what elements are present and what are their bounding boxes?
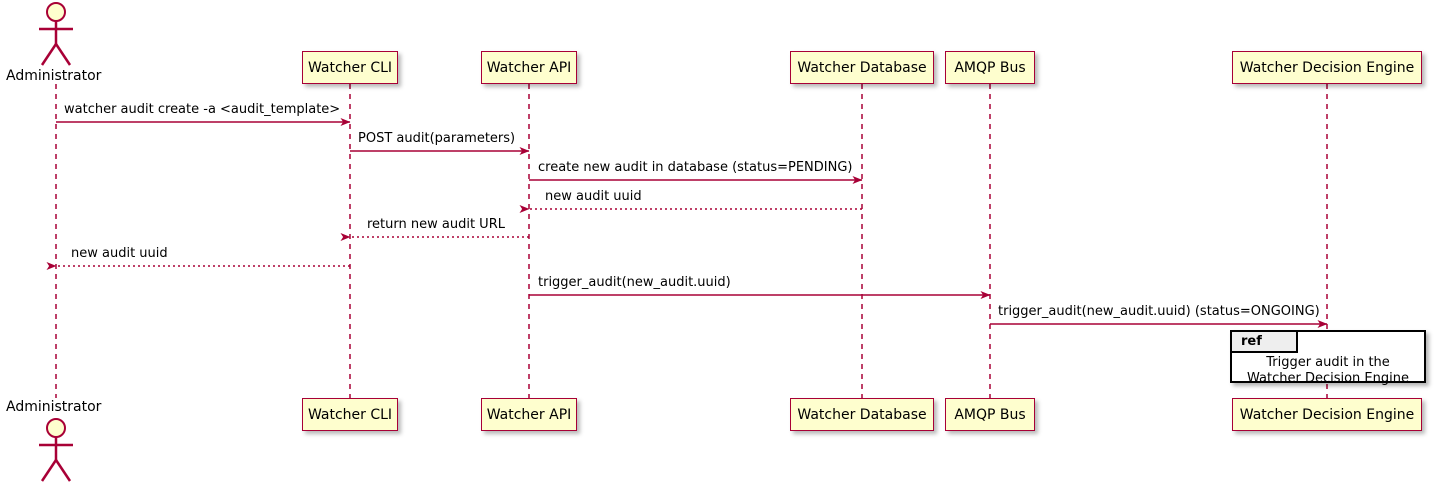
- participant-box-watcher-decision-engine-bottom[interactable]: Watcher Decision Engine: [1232, 398, 1422, 431]
- participant-box-watcher-cli-top[interactable]: Watcher CLI: [302, 51, 398, 84]
- actor-head: [46, 2, 66, 22]
- participant-box-amqp-bus-top[interactable]: AMQP Bus: [945, 51, 1035, 84]
- participant-box-watcher-database-top[interactable]: Watcher Database: [790, 51, 934, 84]
- participant-label-amqp-bus-bottom: AMQP Bus: [954, 406, 1026, 423]
- participant-label-watcher-cli-bottom: Watcher CLI: [307, 406, 393, 423]
- message-label-6: new audit uuid: [71, 246, 168, 261]
- actor-limb: [54, 43, 72, 66]
- participant-label-watcher-api-bottom: Watcher API: [486, 406, 572, 423]
- actor-limb: [40, 43, 58, 66]
- participant-box-watcher-decision-engine-top[interactable]: Watcher Decision Engine: [1232, 51, 1422, 84]
- participant-label-watcher-cli: Watcher CLI: [307, 59, 393, 76]
- participant-label-amqp-bus: AMQP Bus: [954, 59, 1026, 76]
- message-label-5: return new audit URL: [367, 217, 505, 232]
- message-label-2: POST audit(parameters): [358, 131, 516, 146]
- participant-box-watcher-database-bottom[interactable]: Watcher Database: [790, 398, 934, 431]
- participant-box-amqp-bus-bottom[interactable]: AMQP Bus: [945, 398, 1035, 431]
- message-label-3: create new audit in database (status=PEN…: [538, 160, 853, 175]
- ref-fragment-tab: ref: [1232, 332, 1298, 353]
- actor-figures-group: [39, 2, 73, 482]
- ref-fragment-line-2: Watcher Decision Engine: [1247, 371, 1409, 386]
- actor-figure-administrator-bottom: [39, 418, 73, 482]
- participant-box-watcher-api-top[interactable]: Watcher API: [481, 51, 577, 84]
- ref-fragment-body: Trigger audit in the Watcher Decision En…: [1232, 355, 1424, 387]
- actor-limb: [40, 459, 58, 482]
- participant-label-watcher-decision-engine: Watcher Decision Engine: [1239, 59, 1415, 76]
- ref-fragment-tab-label: ref: [1241, 334, 1262, 349]
- actor-limb: [54, 459, 72, 482]
- lifelines-group: [55, 84, 1328, 398]
- message-label-7: trigger_audit(new_audit.uuid): [538, 275, 731, 290]
- participant-label-watcher-decision-engine-bottom: Watcher Decision Engine: [1239, 406, 1415, 423]
- participant-label-watcher-database-bottom: Watcher Database: [797, 406, 927, 423]
- actor-figure-administrator-top: [39, 2, 73, 66]
- participant-label-watcher-api: Watcher API: [486, 59, 572, 76]
- actor-label-administrator-bottom: Administrator: [6, 399, 102, 415]
- participant-box-watcher-api-bottom[interactable]: Watcher API: [481, 398, 577, 431]
- actor-label-administrator-top: Administrator: [6, 68, 102, 84]
- message-label-1: watcher audit create -a <audit_template>: [64, 102, 341, 117]
- ref-fragment-line-1: Trigger audit in the: [1266, 355, 1390, 370]
- message-label-8: trigger_audit(new_audit.uuid) (status=ON…: [998, 304, 1320, 319]
- message-label-4: new audit uuid: [545, 189, 642, 204]
- participant-box-watcher-cli-bottom[interactable]: Watcher CLI: [302, 398, 398, 431]
- actor-head: [46, 418, 66, 438]
- ref-fragment-box[interactable]: ref Trigger audit in the Watcher Decisio…: [1230, 330, 1426, 386]
- messages-group: [46, 118, 1328, 328]
- participant-label-watcher-database: Watcher Database: [797, 59, 927, 76]
